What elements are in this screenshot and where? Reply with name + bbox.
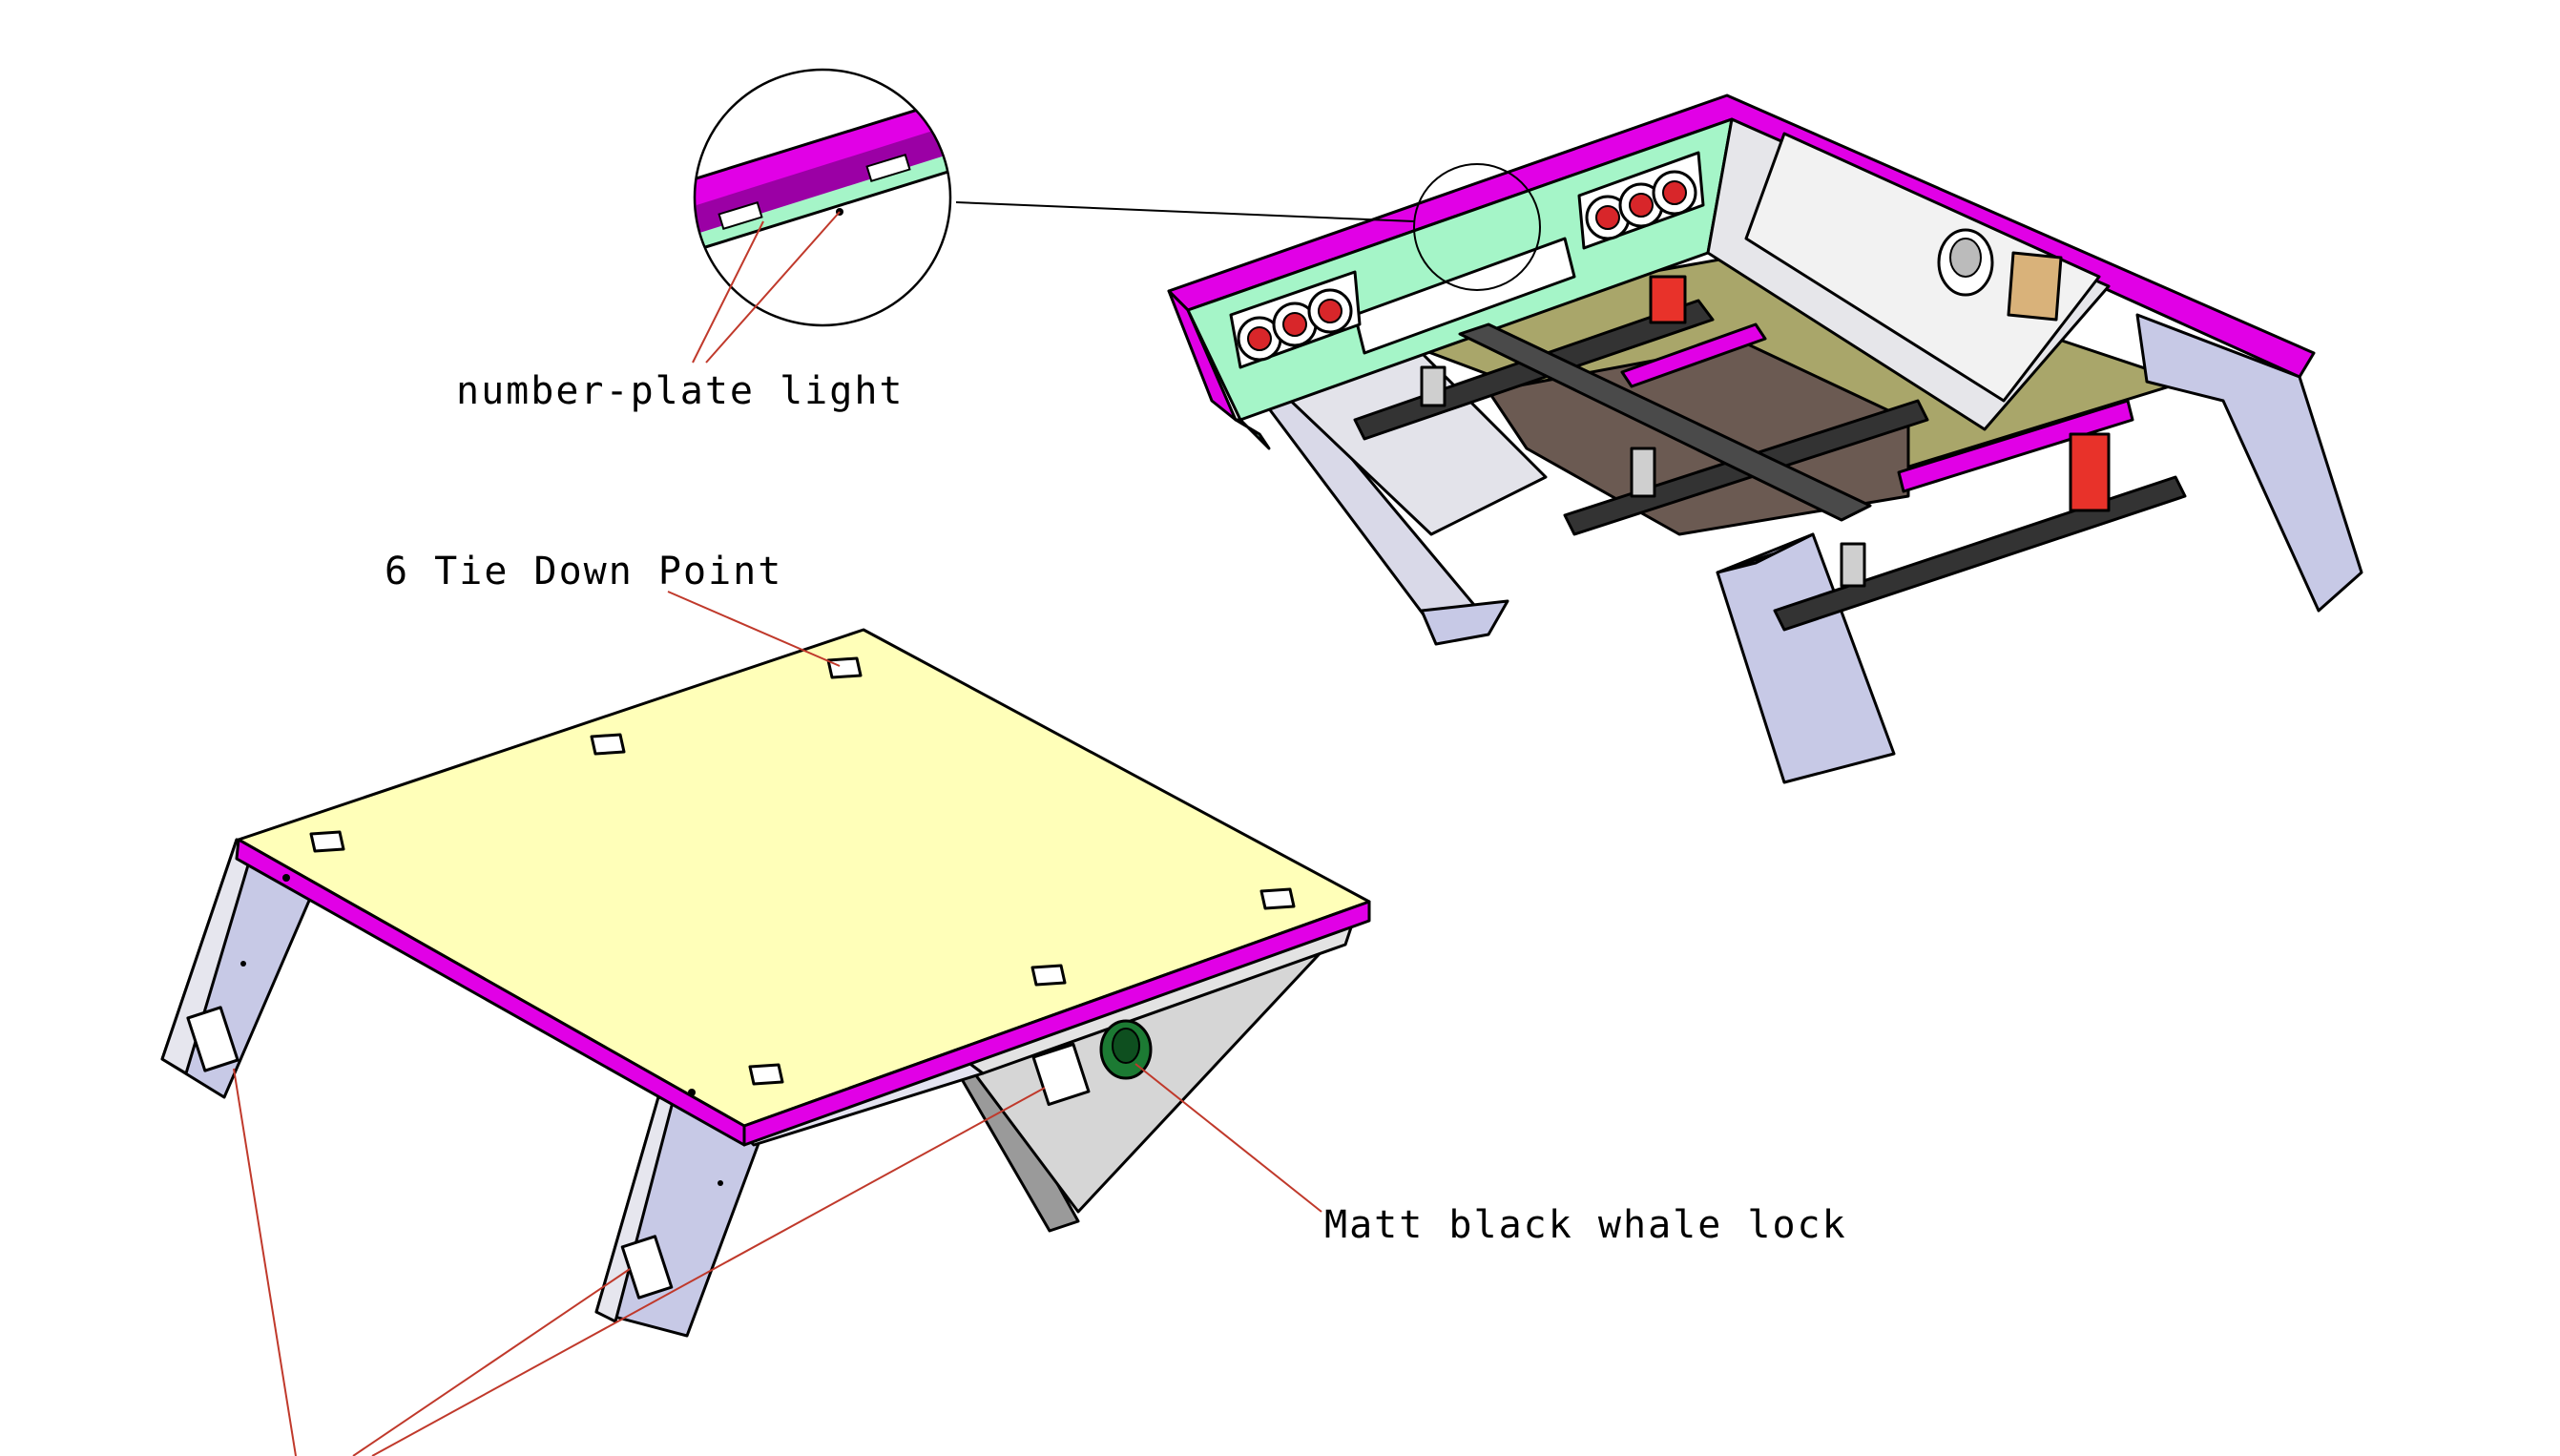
- deck-trim-side: [742, 900, 1371, 1147]
- tail-light-left: [1229, 270, 1362, 369]
- bracket-grey-1: [1420, 365, 1447, 407]
- underside-view: [1167, 94, 2363, 784]
- top-view: [160, 628, 1371, 1338]
- warning-sticker-icon: [186, 1006, 239, 1072]
- front-right-leg: [1716, 532, 1896, 784]
- mounting-rail-3: [1773, 475, 2187, 632]
- label-whale-lock: Matt black whale lock: [1324, 1203, 1847, 1247]
- tie-down-icon: [826, 656, 863, 679]
- label-tie-down-point: 6 Tie Down Point: [385, 550, 782, 593]
- rear-panel-left-strip: [1234, 418, 1271, 450]
- bracket-grey-2: [1630, 447, 1656, 498]
- label-number-plate-light: number-plate light: [456, 369, 904, 413]
- number-plate-panel: [1353, 237, 1576, 355]
- tie-down-icon: [748, 1063, 784, 1086]
- plate-light-right: [865, 153, 911, 183]
- side-door-panel-inner: [1744, 132, 2101, 403]
- cross-rail: [1458, 322, 1872, 522]
- bracket-grey-3: [1840, 542, 1866, 588]
- warning-sticker-icon: [620, 1235, 674, 1300]
- rear-left-brace-foot: [1420, 599, 1509, 646]
- floor-trim: [1620, 322, 1767, 388]
- zoom-detail: [692, 68, 1415, 364]
- tail-light-right: [1577, 151, 1705, 250]
- right-rear-leg: [2135, 313, 2363, 613]
- zoom-circle: [693, 68, 952, 327]
- bracket-red-2: [2069, 432, 2111, 512]
- tie-down-icon: [1259, 887, 1296, 910]
- plate-light-left: [718, 200, 763, 231]
- tie-down-points: [309, 656, 1296, 1086]
- access-hatch: [2007, 251, 2063, 322]
- tie-down-icon: [1030, 964, 1067, 987]
- detail-marker-circle: [1413, 163, 1541, 291]
- tie-down-icon: [309, 830, 345, 853]
- tie-down-icon: [590, 733, 626, 756]
- bracket-red-1: [1649, 275, 1687, 324]
- warning-sticker-icon: [1031, 1042, 1091, 1107]
